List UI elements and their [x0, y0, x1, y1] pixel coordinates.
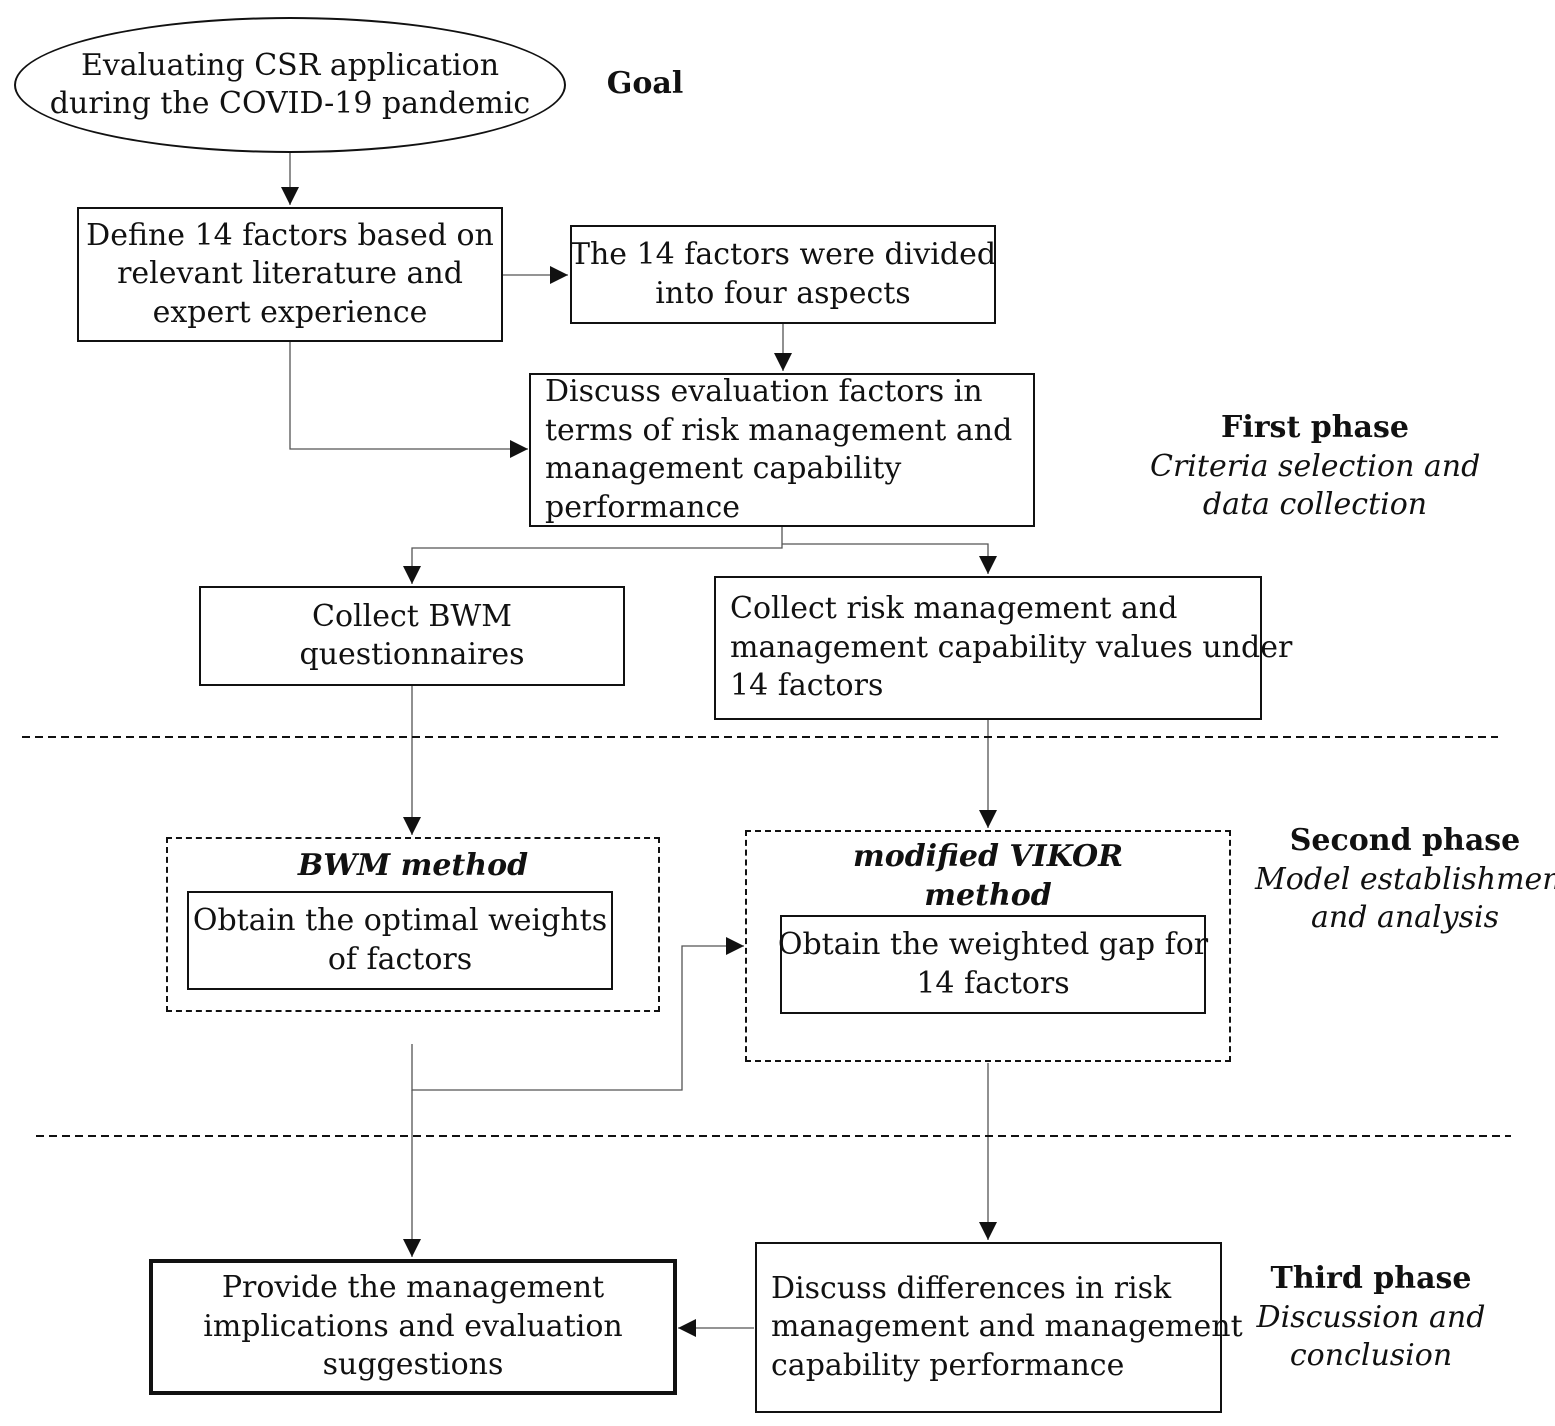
text-line: conclusion [1289, 1338, 1453, 1373]
text-line: into four aspects [655, 275, 911, 311]
arrow-define-to-discuss [289, 342, 528, 458]
bwm-method-group: BWM method [166, 837, 660, 1012]
text-line: management and management [771, 1309, 1243, 1345]
text-line: The 14 factors were divided [569, 237, 997, 272]
text-line: modified VIKOR [852, 839, 1124, 874]
text-line: 14 factors [916, 965, 1070, 1001]
text-line: Model establishment [1255, 861, 1555, 897]
text-line: questionnaires [299, 637, 525, 672]
text-line: management capability [545, 451, 902, 486]
text-line: suggestions [322, 1347, 504, 1383]
arrow-discuss-to-bwm [403, 527, 783, 584]
arrow-bwm-group-to-vikor [411, 937, 744, 1091]
text-line: management capability values under [730, 629, 1293, 665]
text-line: performance [545, 489, 741, 525]
text-line: Obtain the optimal weights [192, 903, 608, 938]
bwm-method-title: BWM method [168, 847, 658, 886]
arrow-discuss-to-values [782, 543, 997, 574]
text-line: capability performance [771, 1347, 1125, 1383]
text-line: BWM method [297, 848, 529, 883]
first-phase-title: First phase [1221, 410, 1409, 445]
text-line: expert experience [152, 294, 428, 330]
text-line: Collect risk management and [730, 591, 1178, 627]
text-line: data collection [1202, 487, 1428, 522]
text-line: Evaluating CSR application [80, 47, 500, 83]
text-line: implications and evaluation [203, 1308, 623, 1344]
text-line: 14 factors [730, 668, 884, 704]
text-line: Collect BWM [312, 598, 512, 634]
text-line: Discuss evaluation factors in [545, 374, 983, 409]
text-line: method [924, 877, 1052, 913]
text-line: relevant literature and [117, 256, 463, 292]
second-phase-title: Second phase [1289, 823, 1521, 858]
goal-label: Goal [590, 65, 700, 104]
text-line: Discussion and [1256, 1299, 1486, 1335]
text-line: Discuss differences in risk [771, 1270, 1172, 1306]
text-line: and analysis [1311, 900, 1499, 935]
goal-label-text: Goal [606, 66, 684, 101]
text-line: of factors [327, 941, 473, 977]
text-line: during the COVID-19 pandemic [49, 86, 531, 121]
text-line: Obtain the weighted gap for [777, 927, 1209, 962]
text-line: Provide the management [221, 1270, 605, 1306]
text-line: terms of risk management and [545, 412, 1013, 448]
text-line: Criteria selection and [1150, 448, 1481, 484]
text-line: Define 14 factors based on [86, 217, 494, 253]
third-phase-title: Third phase [1270, 1261, 1472, 1296]
